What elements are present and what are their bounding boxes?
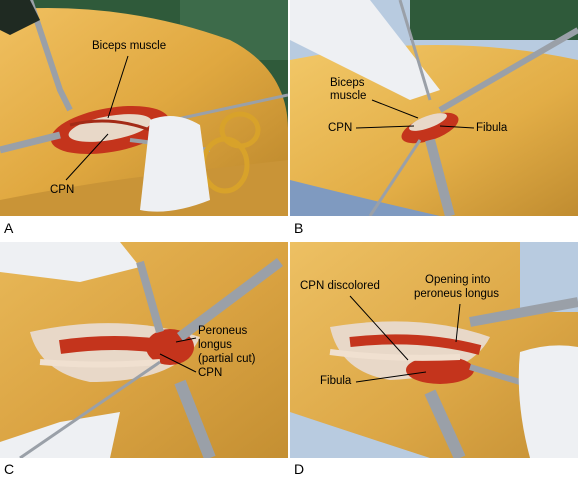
label-peroneus-line1: Peroneus (198, 325, 248, 337)
label-cpn: CPN (198, 367, 223, 379)
label-cpn: CPN (50, 184, 75, 196)
annotation-lines-b (355, 99, 475, 129)
label-biceps-muscle: Biceps muscle (92, 40, 167, 52)
label-opening-line2: peroneus longus (414, 288, 500, 300)
annotation-lines-d (349, 295, 461, 383)
surgical-photo-panel-b: Biceps muscle CPN Fibula (290, 0, 578, 216)
surgical-photo-b (290, 0, 578, 216)
label-peroneus-line3: (partial cut) (198, 353, 256, 365)
surgical-photo-panel-a: Biceps muscle CPN (0, 0, 288, 216)
annotation-lines-c (159, 337, 197, 373)
annotation-lines-a (65, 55, 129, 181)
label-fibula: Fibula (476, 122, 508, 134)
panel-label-a: A (4, 220, 14, 236)
label-cpn-discolored: CPN discolored (300, 280, 380, 292)
panel-label-d: D (294, 461, 305, 477)
label-biceps-line1: Biceps (330, 77, 365, 89)
label-biceps-line2: muscle (330, 90, 367, 102)
panel-label-c: C (4, 461, 15, 477)
label-cpn: CPN (328, 122, 353, 134)
surgical-photo-c (0, 242, 288, 458)
surgical-photo-panel-c: Peroneus longus (partial cut) CPN (0, 242, 288, 458)
surgical-photo-panel-d: CPN discolored Opening into peroneus lon… (290, 242, 578, 458)
surgical-photo-a (0, 0, 288, 216)
label-peroneus-line2: longus (198, 339, 232, 351)
label-opening-line1: Opening into (425, 274, 491, 286)
surgical-photo-d (290, 242, 578, 458)
label-fibula: Fibula (320, 375, 352, 387)
panel-label-b: B (294, 220, 304, 236)
